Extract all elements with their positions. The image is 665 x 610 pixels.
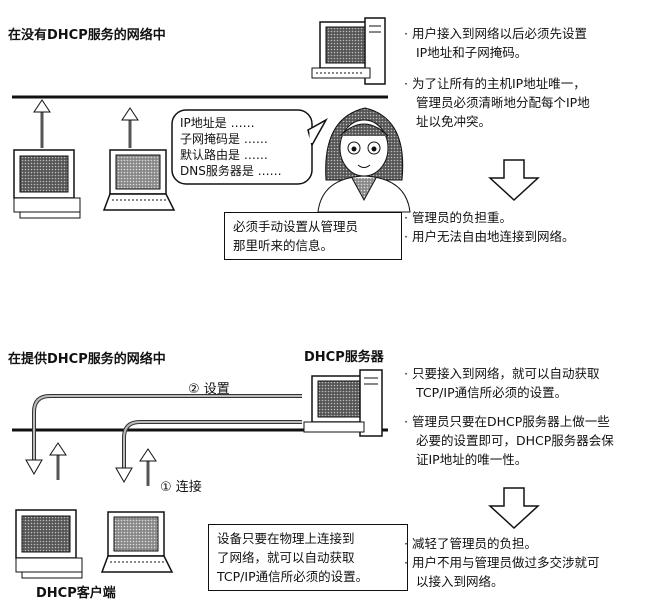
laptop-icon-bottom [100,511,174,573]
laptop-icon-top [102,149,176,211]
server-icon-top [311,17,386,85]
bubble-line: 默认路由是 …… [180,148,268,162]
bullet-text: 用户无法自由地连接到网络。 [411,229,575,244]
upload-arrow-1 [33,99,51,148]
bullet: · [404,210,408,225]
step1-connect-label: ① 连接 [160,480,202,495]
bullet: · [404,76,408,91]
bullet-text: 管理员只要在DHCP服务器上做一些 [411,414,610,429]
desktop-pc-icon-top [13,149,81,219]
desktop-pc-icon-bottom [15,509,83,579]
speech-bubble [171,109,328,185]
bullet-text: TCP/IP通信所必须的设置。 [416,385,568,400]
bullet-text: 为了让所有的主机IP地址唯一， [411,76,586,91]
bubble-line: 子网掩码是 …… [180,132,268,146]
bullet: · [404,229,408,244]
manual-setup-note: 必须手动设置从管理员 那里听来的信息。 [224,212,402,260]
connect-arrow-1 [49,442,67,480]
administrator-person-icon [317,107,411,213]
bullet-text: 以接入到网络。 [416,574,504,589]
bubble-line: IP地址是 …… [180,116,255,130]
setting-path-inner [115,420,302,484]
bullet-text: 管理员的负担重。 [411,210,512,225]
bullet: · [404,555,408,570]
bullet-text: 址以免冲突。 [416,114,492,129]
connect-arrow-2 [139,448,157,486]
setting-path-outer [25,394,302,476]
note-line: TCP/IP通信所必须的设置。 [217,569,369,584]
bullet-text: 管理员必须清晰地分配每个IP地 [416,95,590,110]
result-arrow-bottom [488,487,540,530]
bullet-text: 只要接入到网络，就可以自动获取 [411,366,600,381]
bubble-text: IP地址是 …… 子网掩码是 …… 默认路由是 …… DNS服务器是 …… [180,115,282,179]
step2-setting-label: ② 设置 [188,382,230,397]
dhcp-server-label: DHCP服务器 [304,350,384,365]
auto-setup-note: 设备只要在物理上连接到 了网络，就可以自动获取 TCP/IP通信所必须的设置。 [208,524,408,591]
bullet-text: IP地址和子网掩码。 [416,45,528,60]
result-arrow-top [488,159,540,202]
bullet-text: 减轻了管理员的负担。 [411,536,537,551]
dhcp-client-label: DHCP客户端 [36,586,116,601]
upload-arrow-2 [121,107,139,148]
top-bullets-2: · 管理员的负担重。 · 用户无法自由地连接到网络。 [404,208,574,246]
bullet-text: 用户不用与管理员做过多交涉就可 [411,555,600,570]
top-section-title: 在没有DHCP服务的网络中 [8,28,166,43]
bullet-text: 用户接入到网络以后必须先设置 [411,26,587,41]
bottom-bullets-2: · 减轻了管理员的负担。 · 用户不用与管理员做过多交涉就可 以接入到网络。 [404,534,599,591]
bubble-line: DNS服务器是 …… [180,164,282,178]
note-line: 那里听来的信息。 [233,238,334,253]
bullet-text: 证IP地址的唯一性。 [416,452,528,467]
bottom-bullets-1: · 只要接入到网络，就可以自动获取 TCP/IP通信所必须的设置。 · 管理员只… [404,364,614,469]
bullet: · [404,536,408,551]
note-line: 了网络，就可以自动获取 [217,550,355,565]
bullet: · [404,26,408,41]
note-line: 设备只要在物理上连接到 [217,531,355,546]
bullet: · [404,366,408,381]
top-bullets-1: · 用户接入到网络以后必须先设置 IP地址和子网掩码。 · 为了让所有的主机IP… [404,24,590,131]
dhcp-server-icon [303,369,383,437]
bullet: · [404,414,408,429]
bottom-section-title: 在提供DHCP服务的网络中 [8,352,166,367]
bullet-text: 必要的设置即可，DHCP服务器会保 [416,433,614,448]
note-line: 必须手动设置从管理员 [233,219,359,234]
